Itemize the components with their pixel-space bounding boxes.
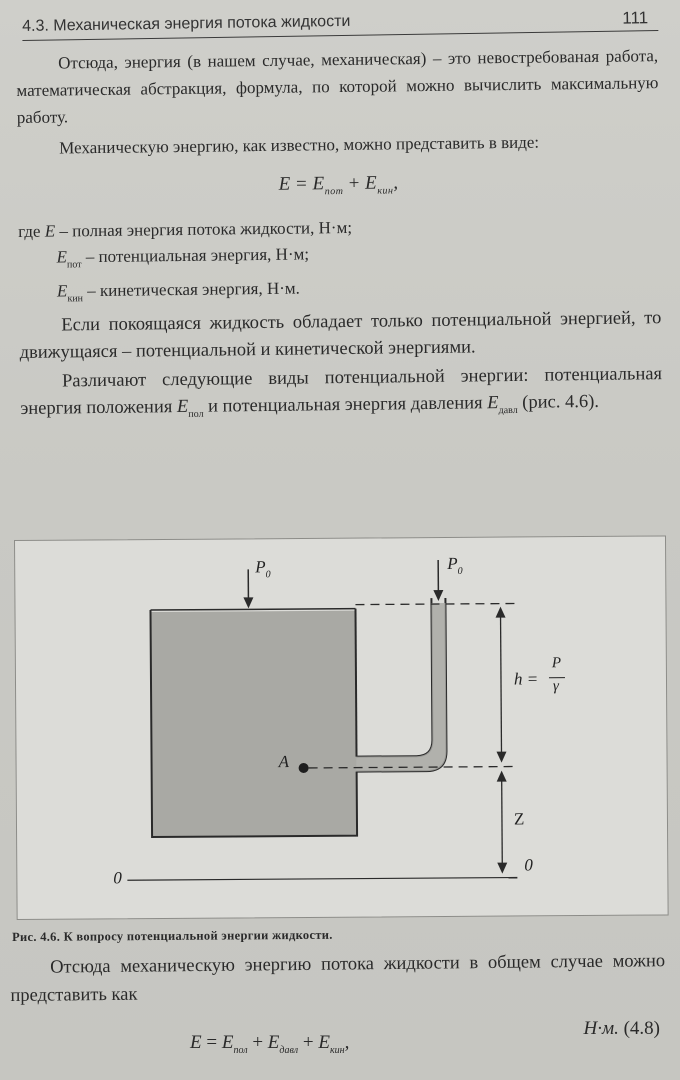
tank-walls [149, 610, 359, 839]
label-zero-right: 0 [524, 855, 533, 875]
paragraph-mechanical-energy: Механическую энергию, как известно, можн… [59, 132, 540, 158]
paragraph-resting-fluid: Если покоящаяся жидкость обладает только… [19, 308, 662, 363]
formula-total-energy: E = Eпот + Eкин, [278, 172, 399, 198]
section-title: 4.3. Механическая энергия потока жидкост… [22, 12, 351, 35]
tank-right-wall [354, 608, 358, 757]
body-text: Отсюда, энергия (в нашем случае, механич… [16, 42, 663, 430]
tank-liquid [150, 610, 358, 838]
label-h: h = [513, 669, 539, 689]
paragraph-potential-kinds: Различают следующие виды потенциальной э… [20, 364, 663, 420]
paragraph-general-case: Отсюда механическую энергию потока жидко… [10, 951, 666, 1006]
label-h-numerator: P [551, 655, 562, 672]
paragraph-energy-definition: Отсюда, энергия (в нашем случае, механич… [16, 46, 659, 127]
datum-line [127, 876, 518, 881]
equation-number: Н·м. (4.8) [583, 1018, 660, 1039]
label-p0-left: P0 [255, 557, 271, 581]
h-dimension [499, 609, 503, 760]
tube-inner [356, 598, 434, 758]
running-header: 4.3. Механическая энергия потока жидкост… [22, 4, 659, 41]
closing-text: Отсюда механическую энергию потока жидко… [10, 947, 666, 1010]
page-number: 111 [622, 8, 649, 28]
point-a [298, 762, 309, 773]
tube-liquid [356, 602, 447, 772]
z-dimension [500, 773, 503, 871]
figure-4-6: P0 P0 h = P γ A Z 0 0 [14, 535, 669, 920]
figure-diagram [127, 560, 518, 881]
label-h-denominator: γ [552, 678, 560, 695]
label-p0-right: P0 [447, 553, 463, 577]
label-zero-left: 0 [113, 868, 122, 888]
label-point-a: A [278, 752, 290, 772]
point-level-line [308, 765, 517, 769]
label-z: Z [513, 809, 525, 829]
formula-4-8: E = Eпол + Eдавл + Eкин, Н·м. (4.8) [190, 1018, 660, 1056]
top-level-line [355, 602, 516, 606]
liquid-surface [150, 607, 356, 611]
figure-caption: Рис. 4.6. К вопросу потенциальной энерги… [12, 927, 333, 944]
